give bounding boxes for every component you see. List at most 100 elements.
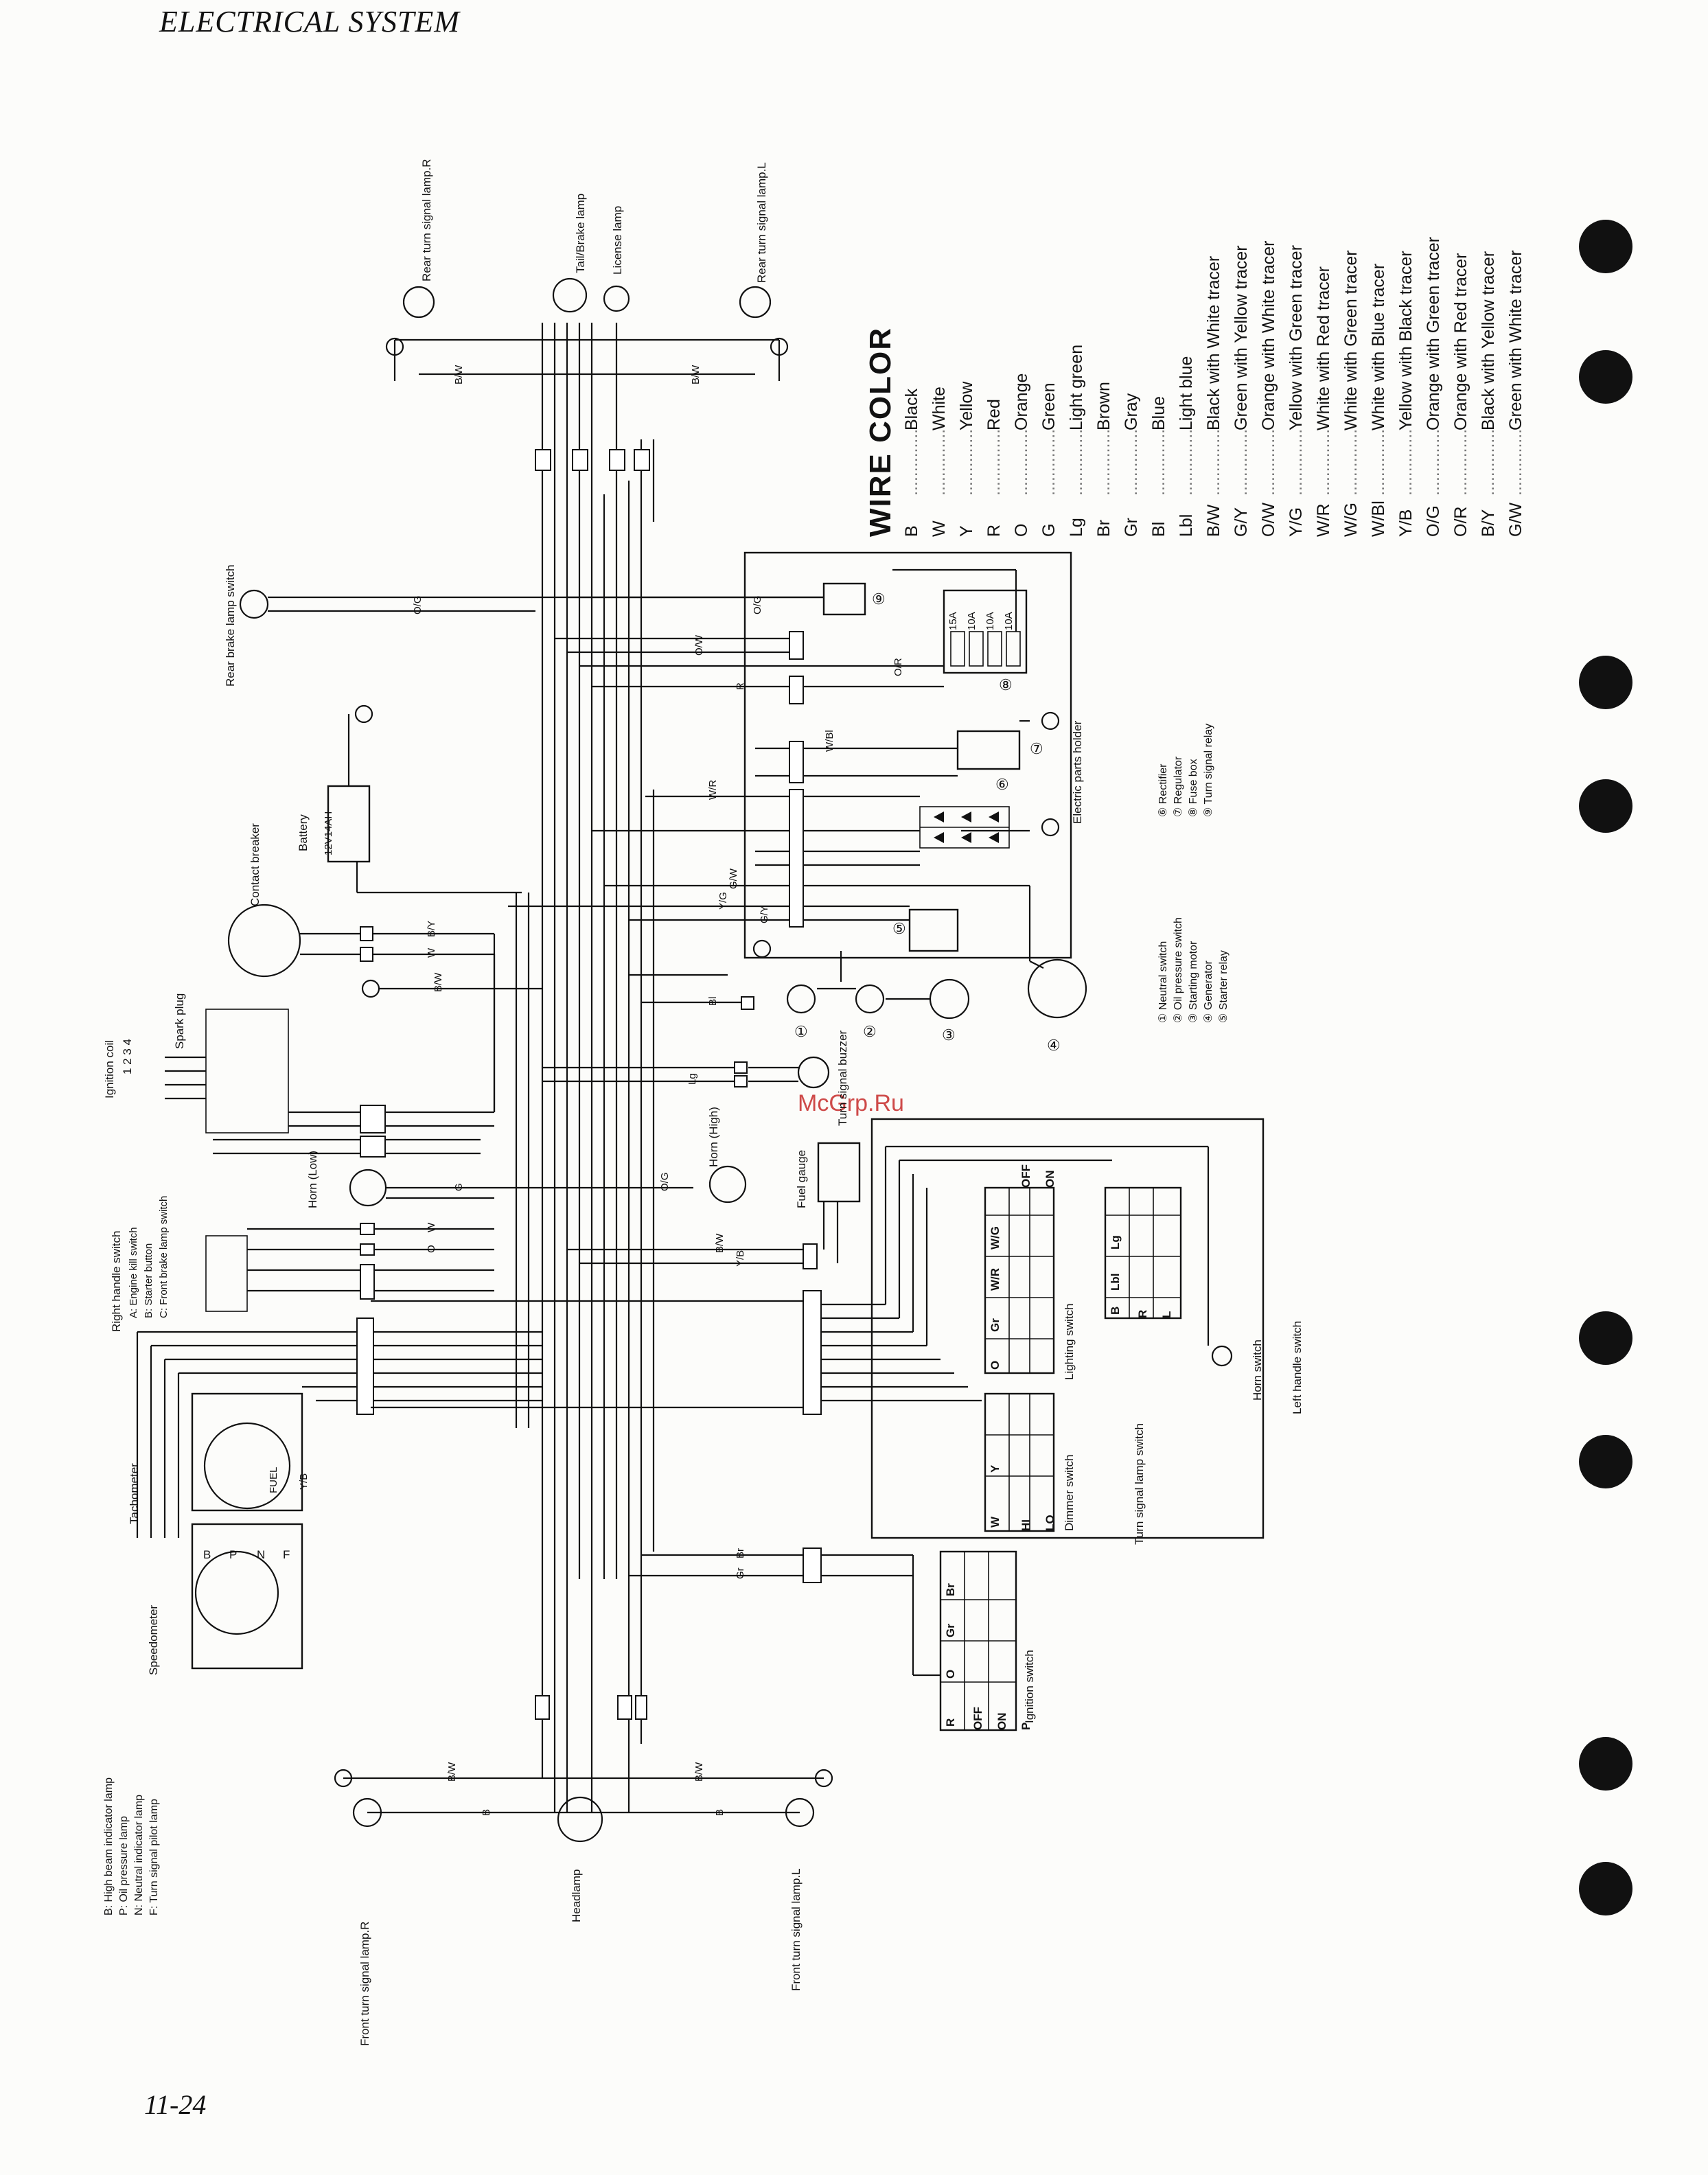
starter-relay-box (908, 908, 959, 952)
wire-color-code: G/Y (1232, 507, 1251, 537)
tail-brake-label: Tail/Brake lamp (574, 193, 587, 273)
binder-hole (1579, 779, 1632, 833)
headlamp-label: Headlamp (570, 1869, 583, 1923)
wire-color-row: W/Bl..........................White with… (1365, 237, 1392, 537)
legend-generator: ④ Generator (1203, 960, 1214, 1023)
component-3-marker: ③ (942, 1026, 956, 1044)
switch-row-label: R (1136, 1309, 1149, 1318)
wire-color-code: R (984, 524, 1004, 537)
wire-color-name: Blue (1149, 395, 1168, 430)
meter-yb-label: Y/B (298, 1473, 310, 1490)
wire-color-row: Lg..........................Light green (1063, 237, 1090, 537)
wire-color-name: Orange with White tracer (1259, 240, 1278, 431)
wire-label: R (735, 682, 746, 690)
meters-wiring (136, 1317, 542, 1670)
wire-color-title: WIRE COLOR (864, 327, 897, 537)
fuse-15a: 15A (947, 612, 959, 630)
wire-color-row: G..........................Green (1035, 237, 1063, 537)
wire-label: B/W (714, 1233, 726, 1253)
wire-color-leader: .......................... (1149, 430, 1168, 496)
meter-letter-f: F (283, 1548, 290, 1561)
rear-turn-l-ground (770, 337, 789, 356)
rear-lamps-wiring (393, 323, 781, 522)
wire-label: B/Y (426, 920, 437, 937)
rear-turn-r-bulb (402, 286, 435, 319)
wire-color-name: Black with White tracer (1204, 255, 1223, 430)
wire-color-name: Green with Yellow tracer (1232, 245, 1251, 430)
wire-color-name: Black (902, 388, 921, 430)
wire-color-code: W/G (1341, 503, 1361, 537)
turn-signal-relay-box (822, 582, 866, 616)
switch-col-label: B (1109, 1306, 1122, 1315)
wire-color-leader: .......................... (1424, 430, 1443, 496)
switch-col-label: W/R (989, 1267, 1002, 1291)
wire-color-name: Green with White tracer (1506, 250, 1525, 430)
binder-hole (1579, 1311, 1632, 1365)
wire-color-code: W (930, 520, 949, 537)
wire-label: O/G (412, 595, 424, 614)
wire-color-row: G/Y..........................Green with … (1227, 237, 1255, 537)
binder-hole (1579, 1737, 1632, 1791)
wire-color-name: Yellow with Green tracer (1286, 244, 1306, 430)
wire-color-code: W/Bl (1369, 500, 1388, 537)
wire-label: O (426, 1245, 437, 1253)
contact-breaker-wiring (227, 904, 542, 1112)
wire-color-leader: .......................... (1369, 430, 1388, 496)
electric-parts-holder-box (743, 551, 1072, 959)
wire-color-leader: .......................... (930, 430, 949, 496)
wire-label: W/Bl (824, 730, 835, 752)
wire-color-code: O/W (1259, 503, 1278, 537)
switch-col-label: W (989, 1516, 1002, 1528)
wire-label: W/R (707, 779, 719, 800)
wire-color-row: B/W..........................Black with … (1200, 237, 1227, 537)
switch-col-label: W/G (989, 1226, 1002, 1250)
wire-label: B (481, 1808, 492, 1816)
wire-color-code: Y/B (1396, 509, 1416, 537)
switch-col-label: O (989, 1360, 1002, 1370)
wire-color-row: Gr..........................Gray (1118, 237, 1145, 537)
wire-color-leader: .......................... (1067, 430, 1086, 496)
wire-label: Gr (735, 1567, 746, 1579)
wire-color-code: Gr (1122, 518, 1141, 537)
legend-oil-pressure-lamp: P: Oil pressure lamp (118, 1816, 130, 1915)
wire-label: B/W (693, 1762, 705, 1782)
wire-color-leader: .......................... (1451, 430, 1470, 496)
component-6-marker: ⑥ (995, 776, 1009, 793)
right-handle-b-label: B: Starter button (143, 1243, 154, 1318)
holder-ground (752, 939, 772, 958)
meter-legend: B: High beam indicator lamp P: Oil press… (102, 1777, 162, 1915)
turn-buzzer-label: Turn signal buzzer (836, 1030, 849, 1126)
switch-col-label: Gr (944, 1624, 957, 1637)
wire-color-row: G/W..........................Green with … (1502, 237, 1530, 537)
legend-neutral-switch: ① Neutral switch (1157, 941, 1169, 1023)
fuse-10a-3: 10A (1003, 612, 1015, 630)
wire-label: W (426, 1222, 437, 1232)
component-7-marker: ⑦ (1030, 740, 1043, 757)
wire-color-row: B..........................Black (898, 237, 925, 537)
dimmer-switch-label: Dimmer switch (1063, 1454, 1076, 1531)
component-9-marker: ⑨ (872, 590, 886, 608)
wire-color-leader: .......................... (1396, 430, 1416, 496)
fuse-10a-2: 10A (984, 612, 996, 630)
component-4-marker: ④ (1047, 1037, 1061, 1054)
wire-label: O/R (892, 658, 904, 676)
wire-color-code: Br (1094, 520, 1113, 537)
horn-low-label: Horn (Low) (306, 1150, 319, 1208)
ignition-coil-wiring (165, 1009, 494, 1158)
legend-fuse-box: ⑧ Fuse box (1188, 759, 1199, 817)
turn-buzzer-wiring (542, 1056, 830, 1089)
rear-turn-l-bulb (739, 286, 772, 319)
wire-label: B/W (446, 1762, 458, 1782)
component-8-marker: ⑧ (999, 676, 1013, 693)
wire-label: G/Y (759, 906, 770, 923)
wire-color-leader: .......................... (902, 430, 921, 496)
wire-label: Y/G (717, 892, 729, 910)
wire-color-row: W..........................White (925, 237, 953, 537)
engine-components-wiring (629, 958, 1087, 1020)
front-lamps-wiring (334, 1579, 833, 1843)
wire-color-name: Orange with Green tracer (1424, 236, 1443, 430)
wire-color-row: R..........................Red (980, 237, 1008, 537)
speedometer-label: Speedometer (147, 1604, 160, 1675)
